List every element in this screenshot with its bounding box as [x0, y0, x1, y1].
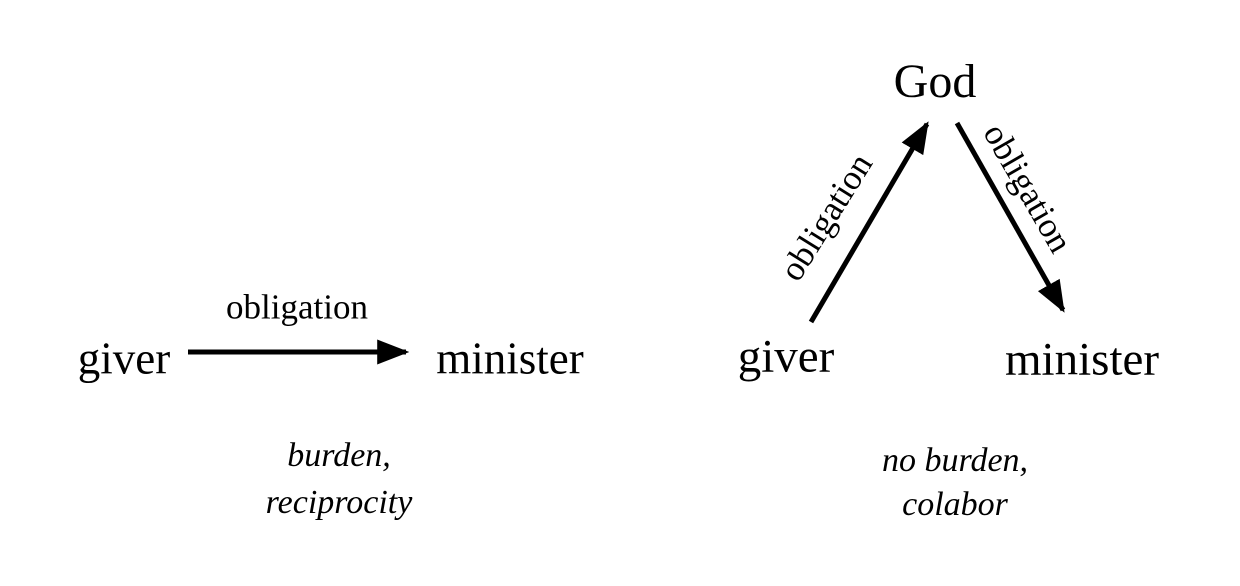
god-to-minister-arrow	[954, 121, 1066, 313]
right-caption-line2: colabor	[902, 486, 1008, 523]
right-minister-node: minister	[1004, 333, 1160, 386]
giver-to-god-arrow	[808, 121, 930, 324]
left-arrow-obligation-label: obligation	[226, 287, 368, 327]
left-minister-node: minister	[436, 333, 584, 384]
left-caption-line2: reciprocity	[265, 484, 413, 521]
right-god-node: God	[893, 55, 977, 108]
right-caption-line1: no burden,	[881, 442, 1029, 479]
left-caption-line1: burden,	[287, 437, 391, 474]
left-giver-node: giver	[77, 333, 171, 384]
right-giver-node: giver	[737, 330, 835, 383]
